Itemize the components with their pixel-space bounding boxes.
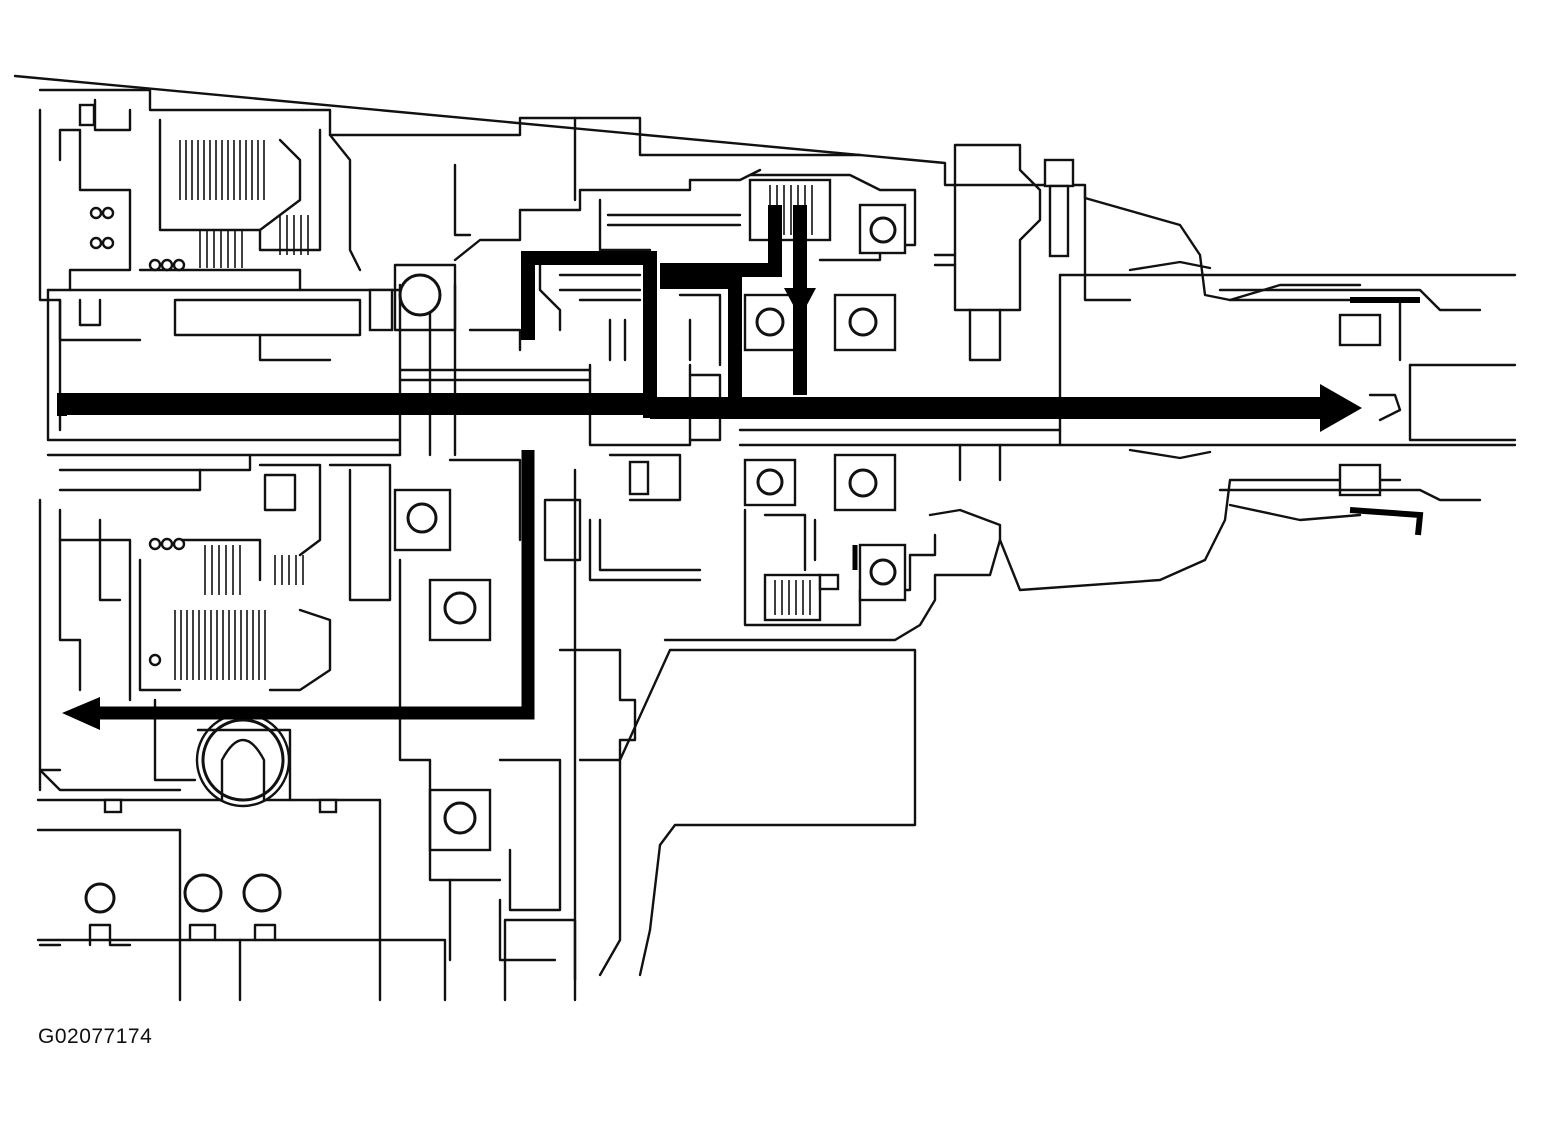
upper-clutch-pack	[58, 98, 362, 292]
upper-right-bearings	[743, 143, 1132, 362]
output-shaft	[1058, 260, 1517, 536]
power-flow-arrows	[57, 205, 1362, 730]
clutch-plates-lower	[174, 545, 304, 680]
upper-mid-section	[78, 163, 762, 367]
main-shaft	[46, 273, 1062, 482]
figure-id-label: G02077174	[38, 1025, 153, 1048]
lower-right-bearings	[743, 453, 937, 627]
bottom-details	[38, 712, 338, 947]
clutch-plates-upper	[179, 140, 309, 268]
lower-mid-section	[393, 453, 702, 982]
left-arrowhead	[62, 697, 100, 730]
right-arrowhead	[1320, 384, 1362, 432]
lower-clutch-pack	[46, 453, 402, 782]
down-arrowhead	[784, 288, 816, 318]
lower-output-flow	[95, 450, 535, 720]
